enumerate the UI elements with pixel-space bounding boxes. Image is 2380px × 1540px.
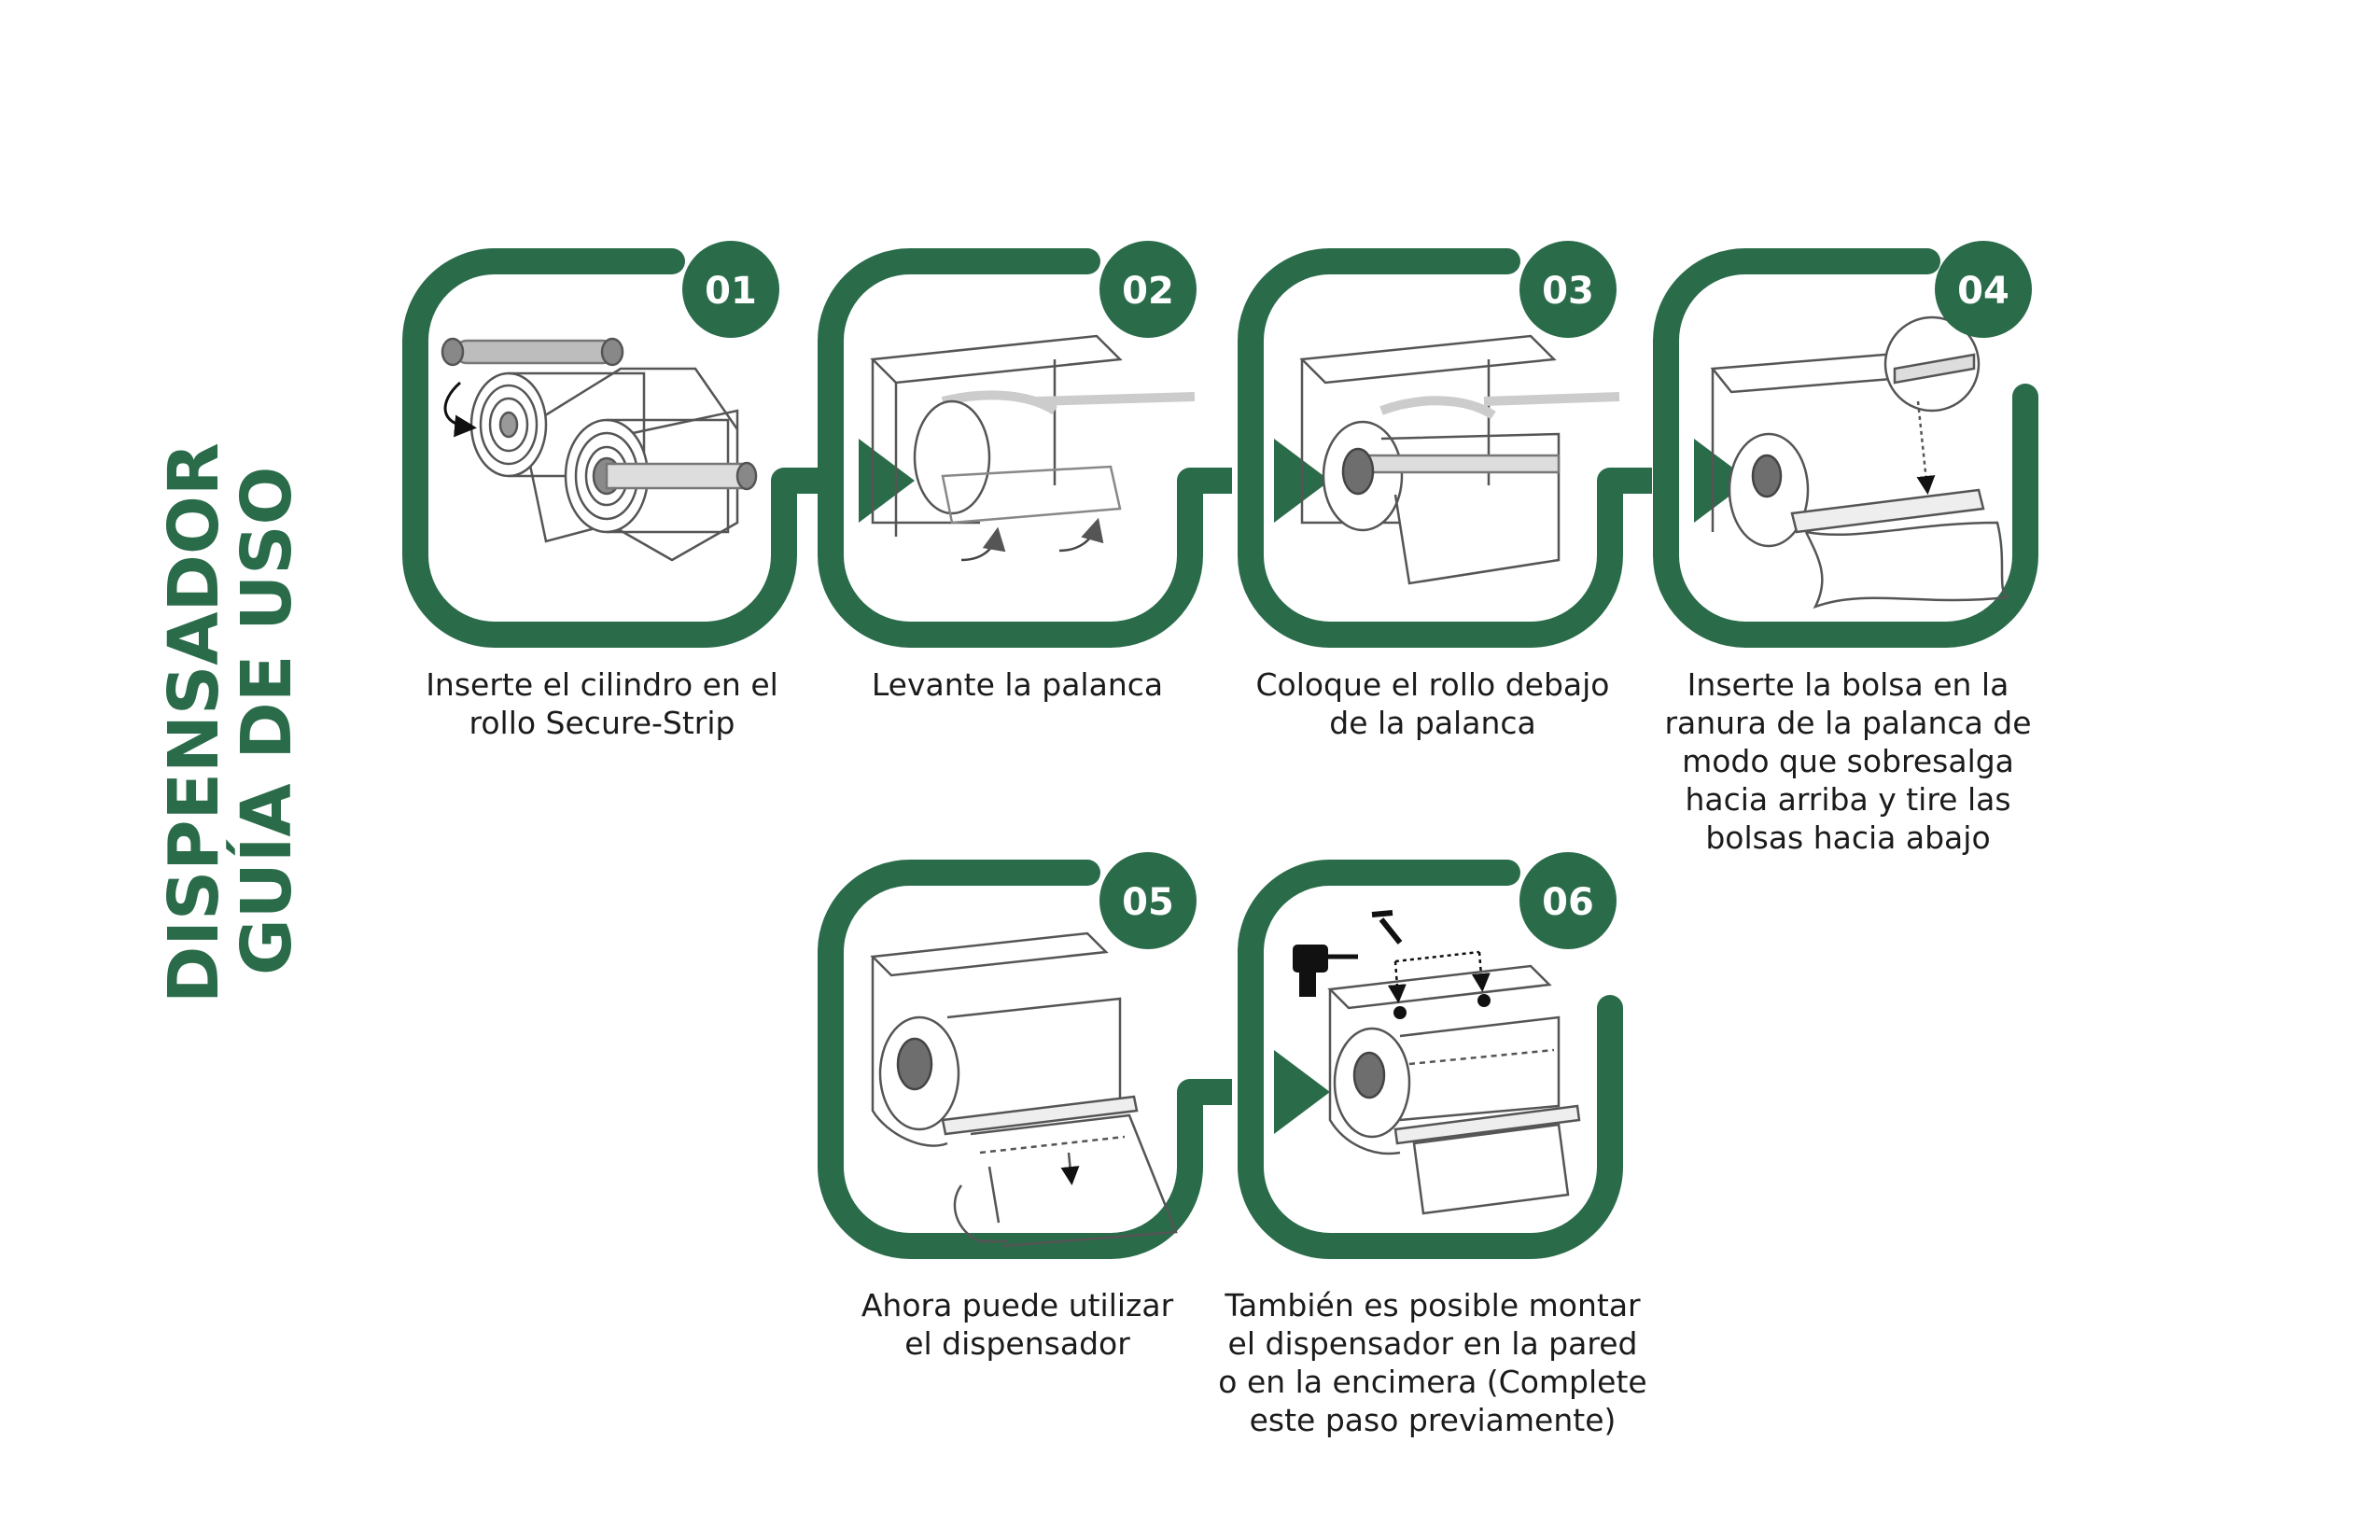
step-05-illustration <box>870 931 1178 1248</box>
step-01-number: 01 <box>705 270 757 313</box>
step-02-caption: Levante la palanca <box>871 666 1164 703</box>
step-04-caption: Inserte la bolsa en la ranura de la pala… <box>1664 666 2032 856</box>
step-02-number: 02 <box>1122 270 1174 313</box>
step-01-illustration <box>441 337 758 562</box>
step-03-frame <box>1238 248 1623 648</box>
step-04-number: 04 <box>1957 270 2009 313</box>
step-03-number: 03 <box>1542 270 1594 313</box>
step-06-illustration <box>1293 910 1581 1215</box>
connector-05-06 <box>1190 1050 1330 1134</box>
step-02-frame <box>818 248 1203 648</box>
step-01-frame <box>402 248 797 648</box>
step-04-badge <box>1935 241 2032 338</box>
step-03-illustration <box>1299 334 1620 585</box>
step-01-badge <box>682 241 779 338</box>
step-05-badge <box>1099 852 1197 949</box>
step-06-frame <box>1238 860 1623 1259</box>
step-06-badge <box>1519 852 1617 949</box>
step-01-caption: Inserte el cilindro en el rollo Secure-S… <box>426 666 778 741</box>
connector-03-04 <box>1610 439 1750 523</box>
step-05-number: 05 <box>1122 881 1174 924</box>
step-03-badge <box>1519 241 1617 338</box>
step-02-illustration <box>870 334 1196 562</box>
step-02-badge <box>1099 241 1197 338</box>
step-04-frame <box>1653 248 2038 648</box>
step-03-caption: Coloque el rollo debajo de la palanca <box>1255 666 1610 741</box>
step-06-number: 06 <box>1542 881 1594 924</box>
step-05-caption: Ahora puede utilizar el dispensador <box>861 1287 1174 1362</box>
step-05-frame <box>818 860 1203 1259</box>
step-04-illustration <box>1710 315 2009 609</box>
step-06-caption: También es posible montar el dispensador… <box>1218 1287 1647 1438</box>
